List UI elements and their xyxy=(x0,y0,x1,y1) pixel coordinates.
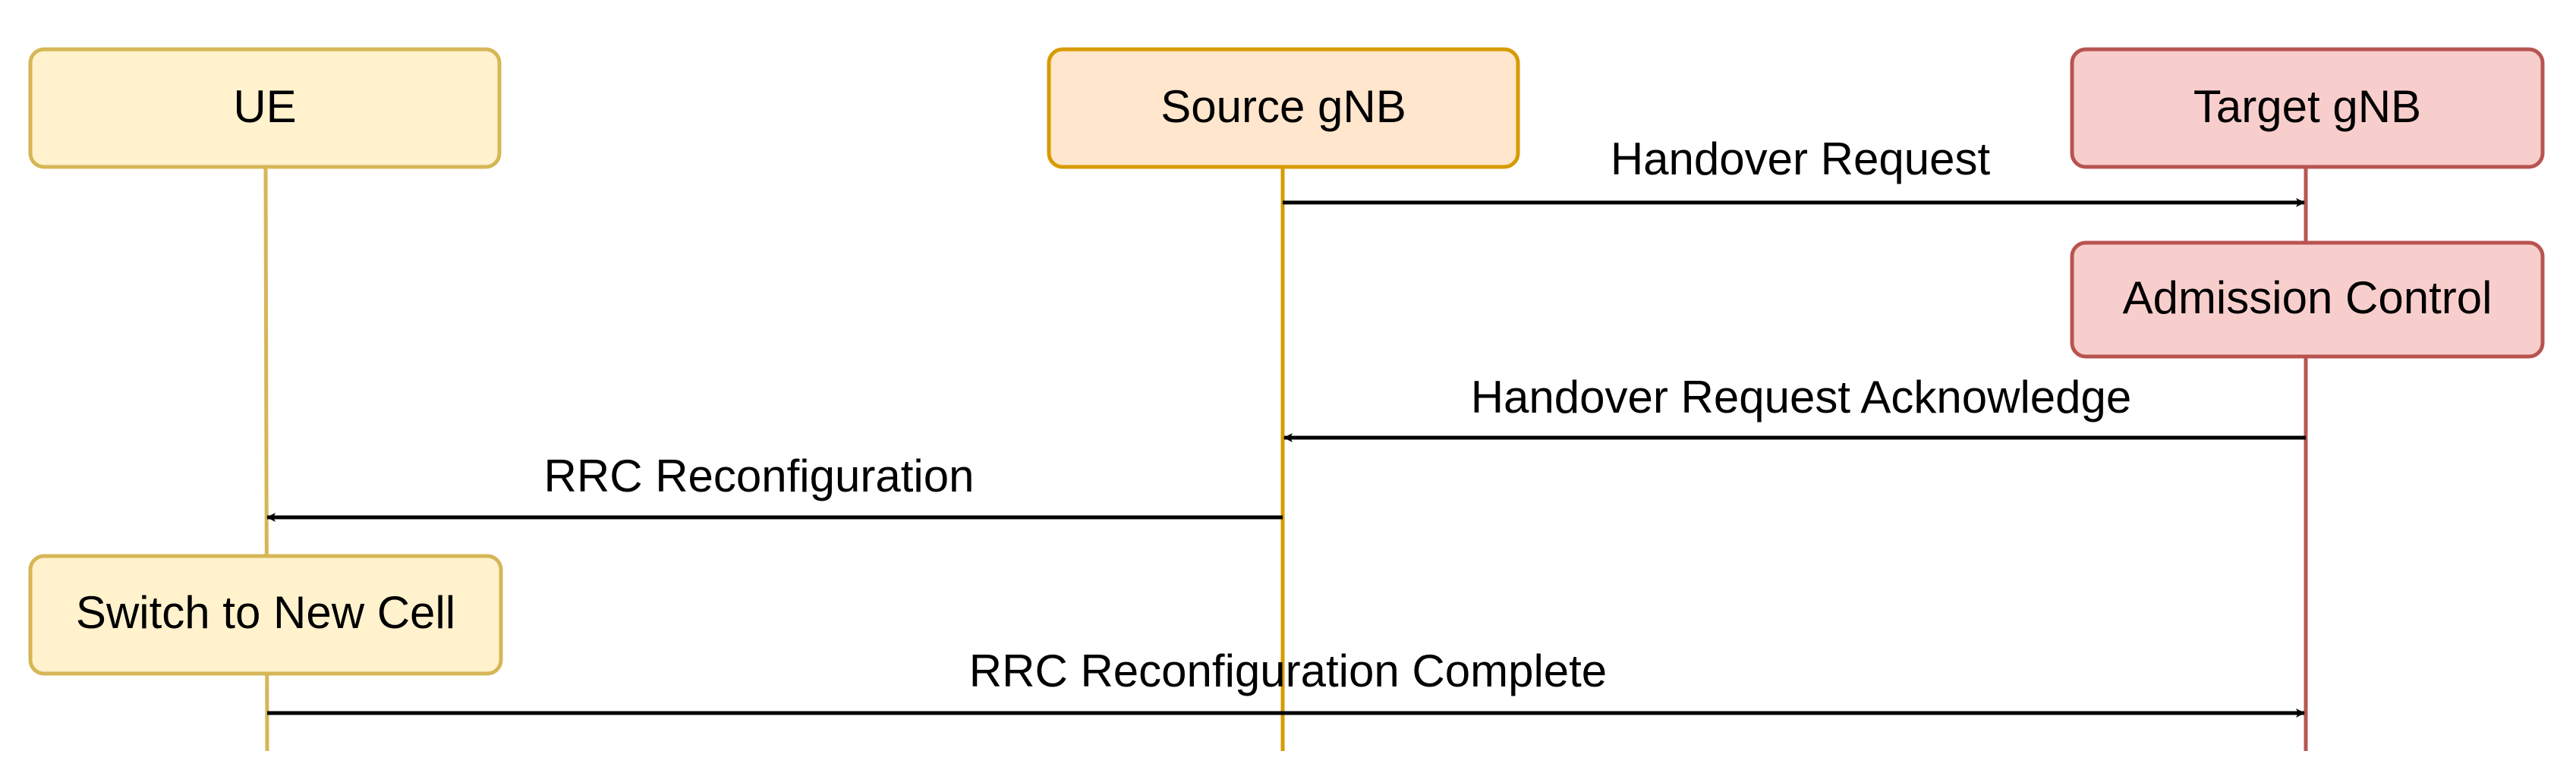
participant-ue: UE xyxy=(28,47,502,169)
message-handover-request-acknowledge: Handover Request Acknowledge xyxy=(1283,372,2306,442)
admission-control-box xyxy=(2070,240,2545,359)
activity-admission-control: Admission Control xyxy=(2070,240,2545,359)
message-rrc-reconfiguration: RRC Reconfiguration xyxy=(266,451,1283,522)
target-gnb-label: Target gNB xyxy=(2193,81,2421,132)
message-handover-request: Handover Request xyxy=(1283,134,2305,207)
rrc-reconfiguration-label: RRC Reconfiguration xyxy=(544,451,975,501)
admission-control-label: Admission Control xyxy=(2123,272,2493,323)
rrc-reconfiguration-complete-label: RRC Reconfiguration Complete xyxy=(969,646,1607,696)
source-gnb-label: Source gNB xyxy=(1160,81,1406,132)
activity-switch-to-new-cell: Switch to New Cell xyxy=(28,554,503,676)
switch-to-new-cell-label: Switch to New Cell xyxy=(76,587,455,638)
participant-source-gnb: Source gNB xyxy=(1047,47,1520,169)
handover-request-label: Handover Request xyxy=(1611,134,1991,184)
ue-label: UE xyxy=(233,81,296,132)
message-rrc-reconfiguration-complete: RRC Reconfiguration Complete xyxy=(267,646,2305,718)
participant-target-gnb: Target gNB xyxy=(2070,47,2545,169)
target-gnb-box xyxy=(2070,47,2545,169)
handover-request-acknowledge-label: Handover Request Acknowledge xyxy=(1471,372,2132,423)
switch-to-new-cell-box xyxy=(28,554,503,676)
ue-box xyxy=(28,47,502,169)
source-gnb-box xyxy=(1047,47,1520,169)
